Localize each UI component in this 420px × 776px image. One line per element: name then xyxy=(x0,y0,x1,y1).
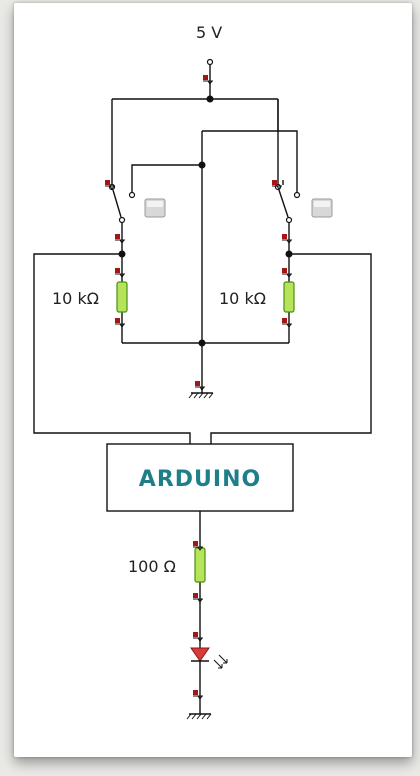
left-contact-bracket-wire xyxy=(131,164,202,193)
terminal-marker-icon xyxy=(193,690,198,695)
terminal-marker-icon xyxy=(282,318,287,323)
pulldown-right-label: 10 kΩ xyxy=(219,289,266,308)
pulldown-resistor-left[interactable] xyxy=(116,281,128,313)
junctions xyxy=(118,95,293,347)
terminal-marker-icon xyxy=(193,541,198,546)
right-signal-wire xyxy=(210,253,372,444)
pin-arrow-icon xyxy=(105,185,115,190)
junction-dot xyxy=(285,250,293,258)
right-switch-feed-wire xyxy=(277,99,284,185)
terminal-marker-icon xyxy=(115,234,120,239)
terminal-marker-icon xyxy=(193,632,198,637)
pushbutton-highlight xyxy=(147,201,163,207)
switch-contact xyxy=(118,216,126,224)
terminal-marker-icon xyxy=(115,318,120,323)
ground-symbol-top xyxy=(188,392,214,399)
pin-arrow-icon xyxy=(282,239,292,244)
terminal-marker-icon xyxy=(193,593,198,598)
ground-hatch xyxy=(186,713,212,720)
led-emission-arrow xyxy=(213,659,223,669)
ground-hatch xyxy=(188,392,214,399)
pushbutton-highlight xyxy=(314,201,330,207)
junction-dot xyxy=(198,339,206,347)
switch-contact xyxy=(128,191,136,199)
terminal-marker-icon xyxy=(115,268,120,273)
pin-arrow-icon xyxy=(115,239,125,244)
pin-arrow-icon xyxy=(115,273,125,278)
pin-arrow-icon xyxy=(193,546,203,551)
junction-dot xyxy=(206,95,214,103)
led[interactable] xyxy=(190,647,228,669)
led-diode-body xyxy=(190,647,210,662)
terminal-markers xyxy=(105,75,292,700)
led-series-resistor[interactable] xyxy=(194,547,206,583)
pin-arrow-icon xyxy=(193,695,203,700)
junction-dot xyxy=(198,161,206,169)
arduino-label: ARDUINO xyxy=(139,467,261,492)
pin-arrow-icon xyxy=(203,80,213,85)
pin-arrow-icon xyxy=(282,323,292,328)
pin-arrow-icon xyxy=(282,273,292,278)
left-pushbutton-switch[interactable] xyxy=(108,183,166,224)
right-pushbutton-switch[interactable] xyxy=(274,183,333,224)
pulldown-resistor-right[interactable] xyxy=(283,281,295,313)
supply-label: 5 V xyxy=(196,23,222,42)
pin-arrow-icon xyxy=(272,185,282,190)
switch-lever xyxy=(112,189,122,218)
pin-arrow-icon xyxy=(115,323,125,328)
terminal-marker-icon xyxy=(203,75,208,80)
right-contact-bracket-wire xyxy=(202,130,298,193)
terminal-marker-icon xyxy=(282,268,287,273)
pin-arrow-icon xyxy=(193,637,203,642)
schematic-panel xyxy=(14,3,412,757)
switch-lever xyxy=(278,189,289,218)
pin-arrow-icon xyxy=(193,598,203,603)
terminal-marker-icon xyxy=(282,234,287,239)
led-emission-arrow xyxy=(218,654,228,664)
pin-arrow-icon xyxy=(195,386,205,391)
switch-contact xyxy=(293,191,301,199)
terminal-marker-icon xyxy=(105,180,110,185)
arduino-block[interactable] xyxy=(106,443,294,512)
left-signal-wire xyxy=(33,253,191,444)
junction-dot xyxy=(118,250,126,258)
supply-terminal xyxy=(206,58,214,66)
led-resistor-label: 100 Ω xyxy=(128,557,176,576)
ground-symbol-bottom xyxy=(186,713,212,720)
terminal-marker-icon xyxy=(272,180,277,185)
supply-terminal-ring xyxy=(206,58,214,66)
pulldown-left-label: 10 kΩ xyxy=(52,289,99,308)
switch-contact xyxy=(285,216,293,224)
terminal-marker-icon xyxy=(195,381,200,386)
